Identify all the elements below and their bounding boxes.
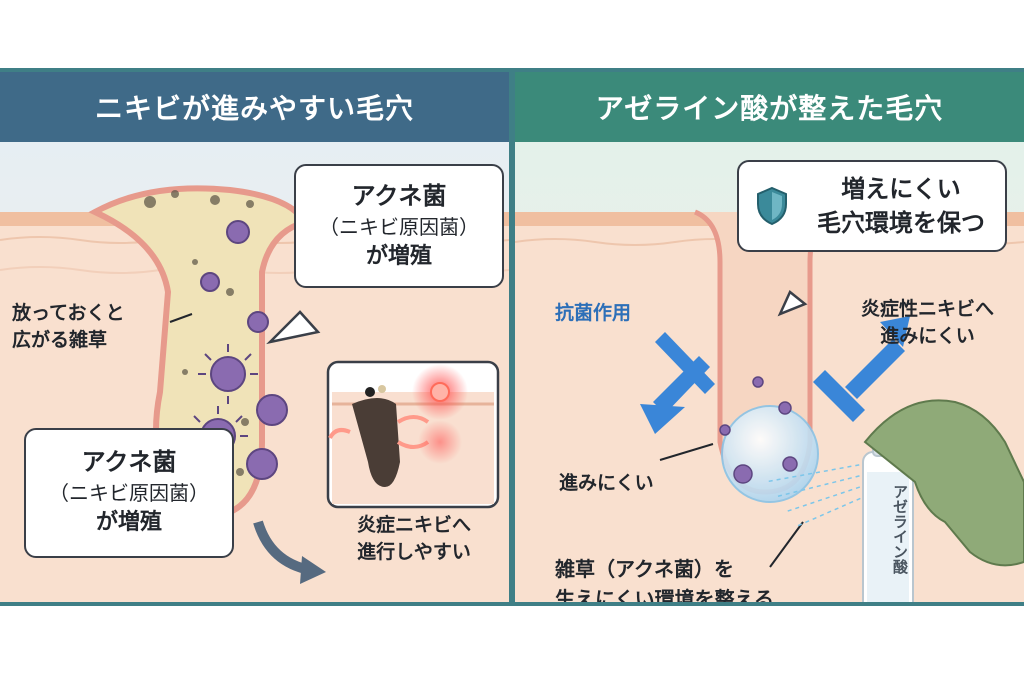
- inflammatory-label-line1: 炎症性ニキビへ: [835, 296, 1020, 323]
- weed-environment-line1: 雑草（アクネ菌）を: [555, 554, 875, 584]
- inflammatory-label-line2: 進みにくい: [835, 323, 1020, 350]
- antibacterial-label: 抗菌作用: [555, 300, 631, 327]
- hard-to-progress-label: 進みにくい: [559, 470, 654, 497]
- weed-label: 放っておくと 広がる雑草: [12, 300, 172, 354]
- weed-environment-line2: 生えにくい環境を整える: [555, 584, 875, 602]
- inflamed-caption-line1: 炎症ニキビへ: [330, 512, 498, 539]
- bubble-bottom-line2: （ニキビ原因菌）: [26, 478, 232, 508]
- bubble-top-line3: が増殖: [296, 242, 502, 272]
- bubble-bottom-line1: アクネ菌: [26, 446, 232, 478]
- environment-bubble-line2: 毛穴環境を保つ: [797, 206, 1005, 240]
- right-panel: アゼライン酸が整えた毛穴: [515, 72, 1024, 602]
- bubble-top-line1: アクネ菌: [296, 180, 502, 212]
- bacteria-bubble-top: アクネ菌 （ニキビ原因菌） が増殖: [294, 164, 504, 288]
- bubble-bottom-line3: が増殖: [26, 508, 232, 538]
- inflamed-caption: 炎症ニキビへ 進行しやすい: [330, 512, 498, 566]
- left-panel-title: ニキビが進みやすい毛穴: [0, 72, 509, 142]
- bacteria-bubble-bottom: アクネ菌 （ニキビ原因菌） が増殖: [24, 428, 234, 558]
- shield-icon: [755, 186, 789, 226]
- spray-bottle-label: アゼライン酸: [891, 484, 911, 574]
- right-panel-title: アゼライン酸が整えた毛穴: [515, 72, 1024, 142]
- left-panel: ニキビが進みやすい毛穴: [0, 72, 509, 602]
- environment-bubble: 増えにくい 毛穴環境を保つ: [737, 160, 1007, 252]
- inflamed-caption-line2: 進行しやすい: [330, 539, 498, 566]
- inflammatory-label: 炎症性ニキビへ 進みにくい: [835, 296, 1020, 350]
- weed-label-line2: 広がる雑草: [12, 327, 172, 354]
- weed-label-line1: 放っておくと: [12, 300, 172, 327]
- bubble-top-line2: （ニキビ原因菌）: [296, 212, 502, 242]
- protective-bubble: [722, 406, 818, 502]
- environment-bubble-line1: 増えにくい: [797, 172, 1005, 206]
- weed-environment-label: 雑草（アクネ菌）を 生えにくい環境を整える: [555, 554, 875, 602]
